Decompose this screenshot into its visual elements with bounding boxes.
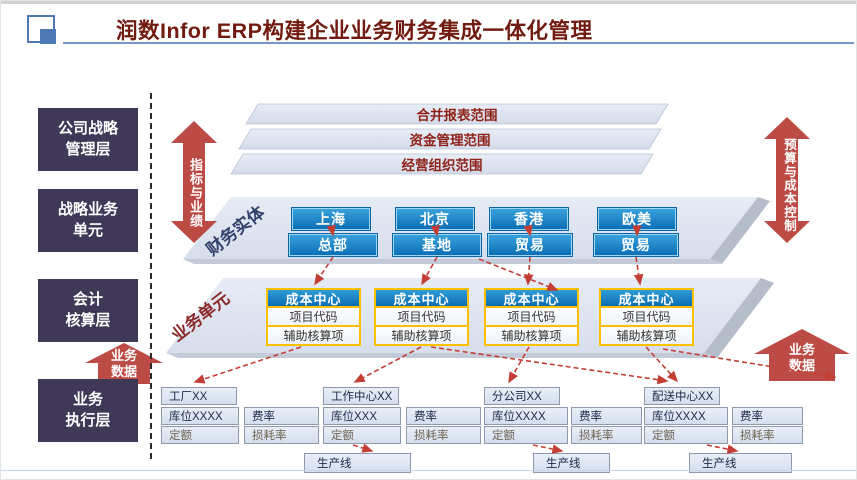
layer-box-execution: 业务 执行层: [38, 379, 138, 442]
entity-trade-2: 贸易: [594, 234, 678, 256]
finance-band-bottom-edge: [183, 259, 721, 264]
project-code-cell: 项目代码: [266, 308, 361, 327]
entity-beijing: 北京: [396, 208, 474, 230]
exec-location-cell: 库位XXXX: [484, 407, 568, 425]
layer-label-line: 管理层: [65, 140, 111, 158]
entity-base: 基地: [393, 234, 481, 256]
aux-ledger-cell: 辅助核算项: [484, 327, 579, 346]
exec-loss-cell: 损耗率: [244, 426, 319, 444]
entity-oumei: 欧美: [598, 208, 676, 230]
exec-header-distribution: 配送中心XX: [644, 387, 720, 405]
layer-label-line: 单元: [72, 221, 103, 239]
layer-box-sbu: 战略业务 单元: [38, 189, 138, 252]
layer-box-strategy: 公司战略 管理层: [38, 108, 138, 171]
aux-ledger-cell: 辅助核算项: [374, 327, 469, 346]
exec-header-factory: 工厂XX: [161, 387, 237, 405]
business-data-line: 数据: [788, 358, 815, 374]
business-data-label-right: 业务 数据: [777, 342, 827, 375]
business-band-bottom-edge: [166, 353, 716, 358]
business-band-right-edge: [704, 278, 774, 358]
layer-label-line: 公司战略: [57, 120, 118, 138]
kpi-arrow-label: 指标与业绩: [188, 158, 203, 228]
scope-bar-operating-org: 经营组织范围: [401, 158, 483, 173]
scope-bar-shape-1: [245, 103, 669, 125]
exec-loss-cell: 损耗率: [406, 426, 481, 444]
entity-shanghai: 上海: [292, 208, 370, 230]
exec-quota-cell: 定额: [644, 426, 728, 444]
layer-label-line: 战略业务: [57, 201, 118, 219]
dashed-separator: [150, 93, 152, 459]
exec-rate-cell: 费率: [732, 407, 803, 425]
aux-ledger-cell: 辅助核算项: [599, 327, 694, 346]
cost-center-header: 成本中心: [484, 288, 579, 308]
layer-label-line: 业务: [72, 391, 103, 409]
cost-center-header: 成本中心: [266, 288, 361, 308]
production-line-3: 生产线: [689, 453, 792, 473]
exec-quota-cell: 定额: [484, 426, 568, 444]
layer-label-line: 执行层: [65, 411, 111, 429]
cost-center-header: 成本中心: [374, 288, 469, 308]
finance-band-right-edge: [710, 197, 770, 264]
exec-location-cell: 库位XXX: [323, 407, 401, 425]
entity-hq: 总部: [289, 234, 377, 256]
scope-bar-consolidation: 合并报表范围: [416, 108, 498, 123]
exec-header-branch: 分公司XX: [484, 387, 560, 405]
project-code-cell: 项目代码: [484, 308, 579, 327]
exec-quota-cell: 定额: [323, 426, 401, 444]
exec-rate-cell: 费率: [406, 407, 481, 425]
exec-loss-cell: 损耗率: [732, 426, 803, 444]
cost-center-stack-2: 成本中心 项目代码 辅助核算项: [374, 288, 469, 346]
page-title: 润数Infor ERP构建企业业务财务集成一体化管理: [116, 19, 593, 43]
scope-bar-treasury: 资金管理范围: [409, 133, 491, 148]
project-code-cell: 项目代码: [374, 308, 469, 327]
business-data-line: 数据: [110, 364, 137, 380]
exec-location-cell: 库位XXXX: [644, 407, 728, 425]
business-data-line: 业务: [788, 342, 815, 357]
layer-label-line: 核算层: [65, 311, 111, 329]
cost-center-header: 成本中心: [599, 288, 694, 308]
cost-center-stack-3: 成本中心 项目代码 辅助核算项: [484, 288, 579, 346]
business-data-arrow-left: [85, 343, 163, 384]
production-line-1: 生产线: [304, 453, 411, 473]
kpi-double-arrow: [171, 121, 217, 243]
budget-arrow-label: 预算与成本控制: [782, 137, 796, 233]
layer-label-line: 会计: [72, 291, 103, 309]
exec-location-cell: 库位XXXX: [161, 407, 239, 425]
project-code-cell: 项目代码: [599, 308, 694, 327]
scope-bar-shape-2: [238, 128, 662, 150]
layer-box-accounting: 会计 核算层: [38, 279, 138, 342]
cost-center-stack-4: 成本中心 项目代码 辅助核算项: [599, 288, 694, 346]
budget-double-arrow: [764, 117, 810, 243]
top-border-strip: [1, 1, 856, 4]
cost-center-stack-1: 成本中心 项目代码 辅助核算项: [266, 288, 361, 346]
aux-ledger-cell: 辅助核算项: [266, 327, 361, 346]
business-data-line: 业务: [110, 348, 137, 363]
business-data-label-left: 业务 数据: [99, 348, 149, 381]
title-underline: [63, 42, 854, 44]
exec-loss-cell: 损耗率: [571, 426, 642, 444]
logo-icon-fill: [40, 29, 56, 44]
scope-bar-shape-3: [230, 153, 654, 175]
exec-quota-cell: 定额: [161, 426, 239, 444]
production-line-2: 生产线: [533, 453, 610, 473]
entity-hongkong: 香港: [490, 208, 568, 230]
exec-rate-cell: 费率: [244, 407, 319, 425]
bottom-border-line: [1, 470, 856, 471]
exec-header-workcenter: 工作中心XX: [323, 387, 399, 405]
exec-rate-cell: 费率: [571, 407, 642, 425]
entity-trade-1: 贸易: [488, 234, 572, 256]
